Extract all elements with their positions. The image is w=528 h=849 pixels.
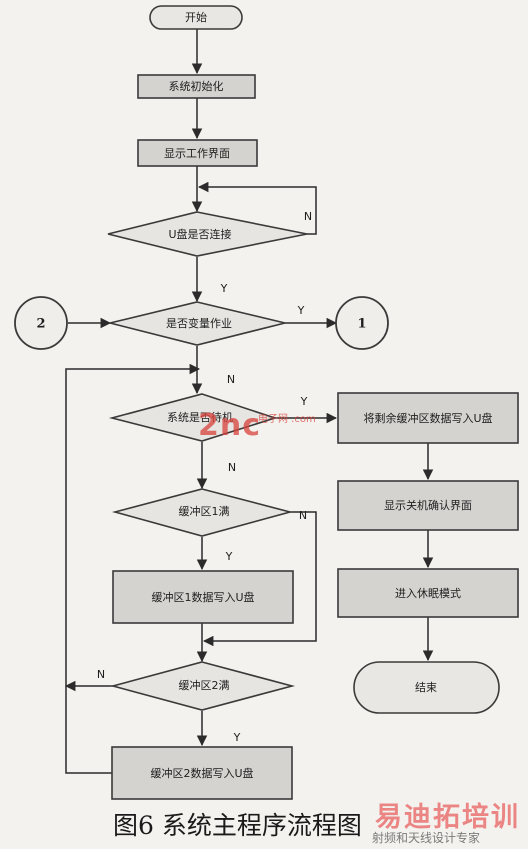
flowchart: N Y Y N Y N Y N Y N 开始 系统初始化 显示工作界面 U盘是否… — [14, 5, 519, 800]
watermark-top-logo: 2nc — [198, 408, 262, 443]
edge-label-buf2-write2: Y — [233, 731, 241, 744]
edge-label-buf2-back: N — [97, 668, 105, 681]
node-buf1-full-label: 缓冲区1满 — [179, 504, 230, 518]
edges — [64, 29, 434, 774]
watermark-top-sub: 电子网 .com — [258, 414, 316, 425]
node-usb-check-label: U盘是否连接 — [168, 227, 231, 241]
node-buf2-full: 缓冲区2满 — [109, 661, 296, 711]
node-write-rest: 将剩余缓冲区数据写入U盘 — [337, 392, 519, 444]
node-write2: 缓冲区2数据写入U盘 — [111, 746, 293, 800]
node-start: 开始 — [149, 5, 243, 30]
node-write1: 缓冲区1数据写入U盘 — [112, 570, 294, 624]
node-show-off: 显示关机确认界面 — [337, 480, 519, 531]
edge-labels: N Y Y N Y N Y N Y N — [97, 210, 312, 744]
node-var-check-label: 是否变量作业 — [166, 316, 232, 330]
edge-write2-back — [65, 363, 201, 774]
edge-label-sys-check-buf1: N — [228, 461, 236, 474]
node-write1-label: 缓冲区1数据写入U盘 — [151, 590, 254, 604]
node-usb-check: U盘是否连接 — [107, 211, 308, 257]
node-end-label: 结束 — [415, 681, 437, 694]
node-init-label: 系统初始化 — [169, 79, 224, 93]
node-var-check: 是否变量作业 — [109, 301, 286, 346]
node-sleep: 进入休眠模式 — [337, 568, 519, 618]
connector-2-label: 2 — [36, 317, 45, 332]
node-end: 结束 — [353, 661, 500, 714]
node-start-label: 开始 — [185, 10, 207, 24]
node-show-ui-label: 显示工作界面 — [164, 147, 230, 160]
node-buf2-full-label: 缓冲区2满 — [179, 678, 230, 692]
watermark-bottom-sub: 射频和天线设计专家 — [372, 831, 481, 845]
nodes: 开始 系统初始化 显示工作界面 U盘是否连接 是否变量作业 2 1 系统是否待 — [14, 5, 519, 800]
node-show-ui: 显示工作界面 — [137, 139, 258, 167]
edge-buf1-buf2 — [202, 511, 317, 647]
connector-2: 2 — [14, 296, 68, 350]
edge-label-buf1-buf2: N — [299, 509, 307, 522]
edge-label-var-check-conn1: Y — [297, 304, 305, 317]
watermark-bottom-logo: 易迪拓培训 — [375, 802, 520, 833]
node-buf1-full: 缓冲区1满 — [111, 488, 294, 537]
node-sys-check-label: 系统是否待机 — [167, 410, 233, 424]
figure-caption: 图6 系统主程序流程图 — [113, 811, 362, 840]
edge-label-sys-check-write-rest: Y — [300, 395, 308, 408]
edge-usb-check-loop — [197, 181, 317, 235]
node-init: 系统初始化 — [137, 74, 256, 99]
edge-label-usb-check-loop: N — [304, 210, 312, 223]
connector-1-label: 1 — [357, 317, 366, 332]
edge-label-var-check-sys-check: N — [227, 373, 235, 386]
edge-label-buf1-write1: Y — [225, 550, 233, 563]
node-show-off-label: 显示关机确认界面 — [384, 498, 472, 512]
node-sys-check: 系统是否待机 — [108, 393, 278, 442]
node-write2-label: 缓冲区2数据写入U盘 — [150, 766, 253, 780]
edge-label-usb-check-var-check: Y — [220, 282, 228, 295]
connector-1: 1 — [335, 296, 389, 350]
node-sleep-label: 进入休眠模式 — [395, 587, 461, 600]
node-write-rest-label: 将剩余缓冲区数据写入U盘 — [363, 411, 492, 425]
